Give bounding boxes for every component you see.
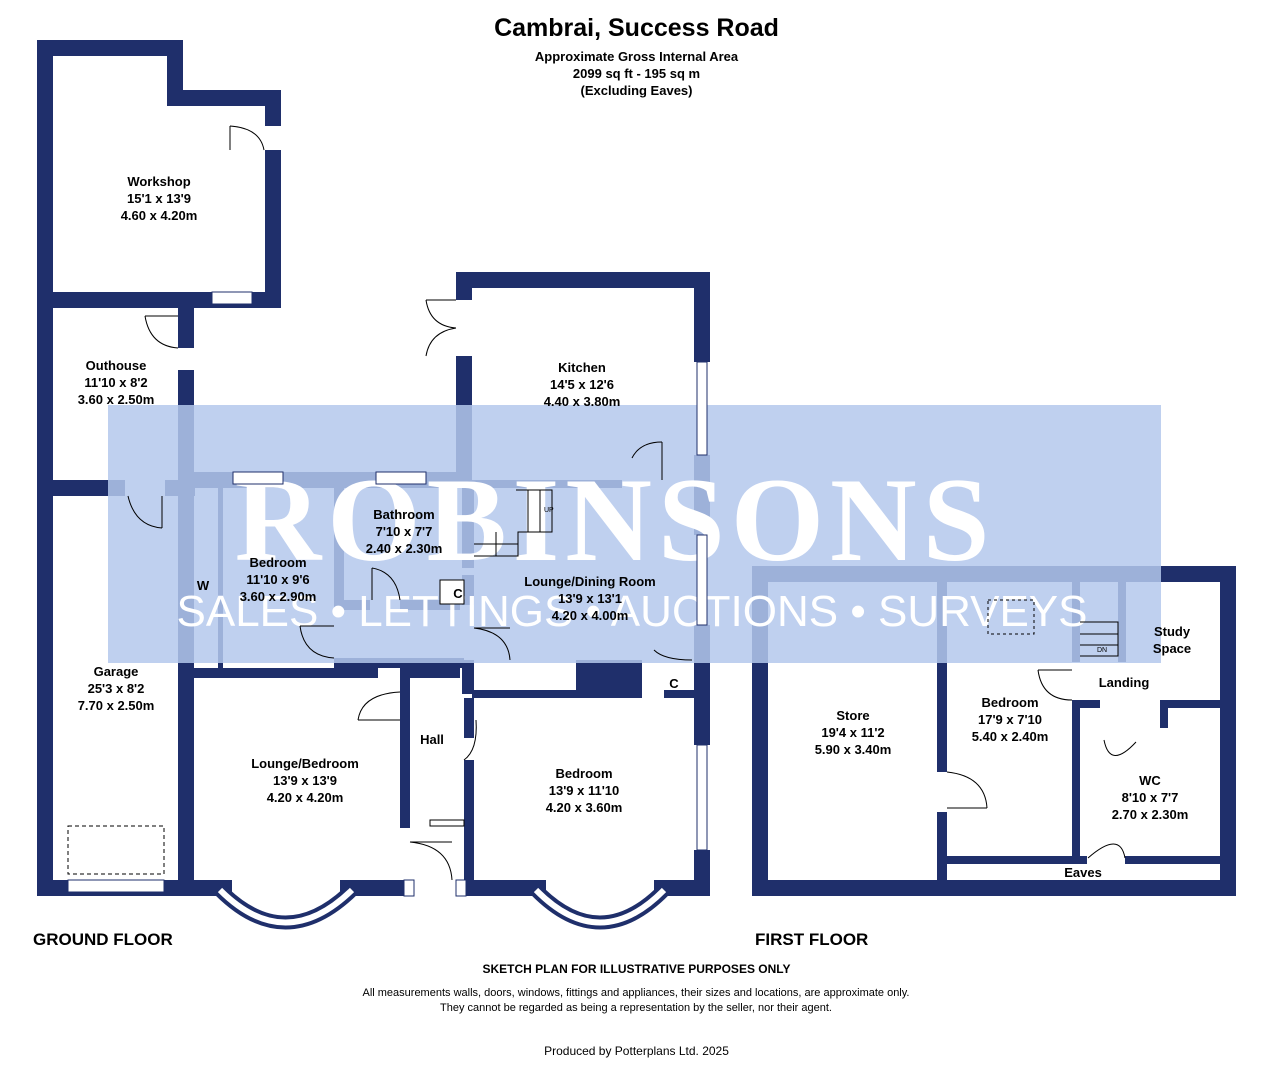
svg-text:3.60 x 2.90m: 3.60 x 2.90m (240, 589, 317, 604)
room-hall: Hall (420, 732, 444, 747)
svg-text:14'5 x 12'6: 14'5 x 12'6 (550, 377, 614, 392)
cupboard-label-1: C (453, 586, 463, 601)
svg-text:Workshop: Workshop (127, 174, 190, 189)
svg-text:19'4 x 11'2: 19'4 x 11'2 (821, 725, 884, 740)
ground-floor-label: GROUND FLOOR (33, 930, 173, 949)
room-labels: Workshop 15'1 x 13'9 4.60 x 4.20m Outhou… (78, 174, 1191, 880)
svg-text:13'9 x 11'10: 13'9 x 11'10 (549, 783, 620, 798)
svg-text:13'9 x 13'1: 13'9 x 13'1 (558, 591, 622, 606)
room-workshop: Workshop 15'1 x 13'9 4.60 x 4.20m (121, 174, 198, 223)
room-lounge-bedroom: Lounge/Bedroom 13'9 x 13'9 4.20 x 4.20m (251, 756, 359, 805)
plan-title: Cambrai, Success Road (494, 14, 779, 42)
subtitle-line-1: Approximate Gross Internal Area (534, 49, 739, 64)
svg-text:15'1 x 13'9: 15'1 x 13'9 (127, 191, 191, 206)
svg-text:11'10 x 8'2: 11'10 x 8'2 (84, 375, 147, 390)
svg-text:25'3 x 8'2: 25'3 x 8'2 (88, 681, 145, 696)
svg-text:WC: WC (1139, 773, 1161, 788)
door-swings (127, 125, 1137, 881)
svg-text:Bathroom: Bathroom (373, 507, 434, 522)
room-landing: Landing (1099, 675, 1150, 690)
svg-text:7'10 x 7'7: 7'10 x 7'7 (376, 524, 433, 539)
room-bedroom-2: Bedroom 13'9 x 11'10 4.20 x 3.60m (546, 766, 623, 815)
subtitle-line-2: 2099 sq ft - 195 sq m (572, 66, 701, 81)
svg-text:4.20 x 4.20m: 4.20 x 4.20m (267, 790, 344, 805)
stairs-up-label: UP (544, 507, 554, 514)
svg-text:Bedroom: Bedroom (981, 695, 1038, 710)
room-eaves: Eaves (1064, 865, 1102, 880)
plan-subtitle: Approximate Gross Internal Area 2099 sq … (0, 48, 1273, 99)
svg-text:Space: Space (1153, 641, 1191, 656)
svg-text:4.20 x 4.00m: 4.20 x 4.00m (552, 608, 629, 623)
watermark-brand: ROBINSONS (235, 453, 996, 586)
svg-text:Bedroom: Bedroom (249, 555, 306, 570)
svg-text:Eaves: Eaves (1064, 865, 1102, 880)
room-bathroom: Bathroom 7'10 x 7'7 2.40 x 2.30m (366, 507, 443, 556)
first-floor-label: FIRST FLOOR (755, 930, 869, 949)
cupboard-label-2: C (669, 676, 679, 691)
svg-text:Study: Study (1154, 624, 1191, 639)
produced-by: Produced by Potterplans Ltd. 2025 (544, 1044, 729, 1058)
cupboard-box (439, 579, 465, 605)
room-bedroom-1: Bedroom 11'10 x 9'6 3.60 x 2.90m (240, 555, 317, 604)
svg-text:17'9 x 7'10: 17'9 x 7'10 (978, 712, 1042, 727)
svg-text:7.70 x 2.50m: 7.70 x 2.50m (78, 698, 155, 713)
svg-text:13'9 x 13'9: 13'9 x 13'9 (273, 773, 337, 788)
svg-text:5.90 x 3.40m: 5.90 x 3.40m (815, 742, 892, 757)
svg-text:Bedroom: Bedroom (555, 766, 612, 781)
svg-text:2.40 x 2.30m: 2.40 x 2.30m (366, 541, 443, 556)
room-study-space: Study Space (1153, 624, 1191, 656)
svg-text:Store: Store (836, 708, 869, 723)
windows (67, 291, 708, 897)
svg-text:Hall: Hall (420, 732, 444, 747)
room-bedroom-3: Bedroom 17'9 x 7'10 5.40 x 2.40m (972, 695, 1049, 744)
svg-text:Garage: Garage (94, 664, 139, 679)
svg-text:Lounge/Dining Room: Lounge/Dining Room (524, 574, 655, 589)
svg-text:Kitchen: Kitchen (558, 360, 606, 375)
svg-text:Landing: Landing (1099, 675, 1150, 690)
room-kitchen: Kitchen 14'5 x 12'6 4.40 x 3.80m (544, 360, 621, 409)
svg-text:3.60 x 2.50m: 3.60 x 2.50m (78, 392, 155, 407)
watermark: ROBINSONS SALES • LETTINGS • AUCTIONS • … (108, 405, 1161, 663)
skylight (67, 825, 165, 875)
wardrobe-label: W (197, 578, 210, 593)
svg-text:5.40 x 2.40m: 5.40 x 2.40m (972, 729, 1049, 744)
disclaimer-title: SKETCH PLAN FOR ILLUSTRATIVE PURPOSES ON… (482, 962, 791, 976)
room-outhouse: Outhouse 11'10 x 8'2 3.60 x 2.50m (78, 358, 155, 407)
svg-text:Outhouse: Outhouse (86, 358, 147, 373)
svg-text:4.40 x 3.80m: 4.40 x 3.80m (544, 394, 621, 409)
stairs (474, 489, 1119, 657)
letter-box (429, 819, 465, 827)
svg-text:2.70 x 2.30m: 2.70 x 2.30m (1112, 807, 1189, 822)
skylight-first (987, 599, 1035, 635)
room-store: Store 19'4 x 11'2 5.90 x 3.40m (815, 708, 892, 757)
subtitle-line-3: (Excluding Eaves) (580, 83, 693, 98)
room-lounge-dining: Lounge/Dining Room 13'9 x 13'1 4.20 x 4.… (524, 574, 655, 623)
watermark-tagline: SALES • LETTINGS • AUCTIONS • SURVEYS (177, 587, 1088, 636)
svg-text:4.20 x 3.60m: 4.20 x 3.60m (546, 800, 623, 815)
watermark-panel (108, 405, 1161, 663)
svg-text:Lounge/Bedroom: Lounge/Bedroom (251, 756, 359, 771)
svg-text:8'10 x 7'7: 8'10 x 7'7 (1122, 790, 1179, 805)
disclaimer-text: All measurements walls, doors, windows, … (362, 987, 910, 1014)
room-wc: WC 8'10 x 7'7 2.70 x 2.30m (1112, 773, 1189, 822)
svg-text:11'10 x 9'6: 11'10 x 9'6 (246, 572, 309, 587)
room-garage: Garage 25'3 x 8'2 7.70 x 2.50m (78, 664, 155, 713)
svg-text:4.60 x 4.20m: 4.60 x 4.20m (121, 208, 198, 223)
stairs-down-label: DN (1097, 647, 1107, 654)
bay-windows (215, 884, 669, 930)
